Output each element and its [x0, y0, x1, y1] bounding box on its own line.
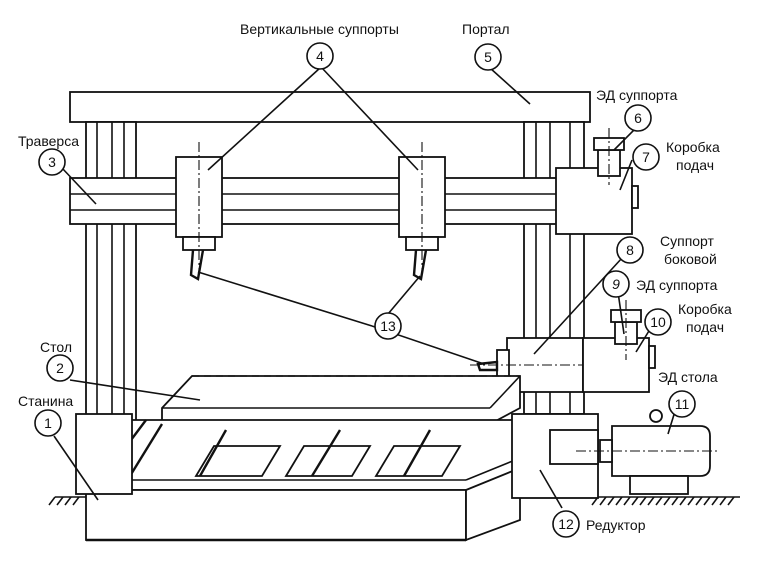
label-feed-box-top-1: Коробка [666, 139, 720, 155]
svg-text:5: 5 [484, 49, 492, 65]
callout-11: 11 [668, 390, 696, 418]
callout-5: 5 [474, 43, 502, 71]
feed-box-top [555, 128, 639, 235]
svg-text:1: 1 [44, 415, 52, 431]
callout-13: 13 [374, 312, 402, 340]
traverse-beam [69, 177, 559, 225]
callout-4: 4 [306, 42, 334, 70]
leader-lines [53, 67, 677, 509]
label-feed-box-side-1: Коробка [678, 301, 732, 317]
callout-12: 12 [552, 510, 580, 538]
label-side-support-1: Суппорт [660, 233, 715, 249]
svg-text:12: 12 [558, 516, 574, 532]
label-portal: Портал [462, 21, 510, 37]
callout-2: 2 [46, 354, 74, 382]
left-foot [75, 413, 133, 495]
label-feed-box-top-2: подач [676, 157, 714, 173]
label-ed-table: ЭД стола [658, 369, 718, 385]
callout-6: 6 [624, 104, 652, 132]
svg-text:6: 6 [634, 110, 642, 126]
svg-text:3: 3 [48, 154, 56, 170]
svg-text:4: 4 [316, 48, 324, 64]
label-ed-support-top: ЭД суппорта [596, 87, 678, 103]
reducer [511, 413, 599, 499]
svg-text:10: 10 [650, 314, 666, 330]
label-bed: Станина [18, 393, 73, 409]
table-motor [576, 409, 720, 495]
work-table [161, 375, 521, 425]
label-vertical-supports: Вертикальные суппорты [240, 21, 399, 37]
label-side-support-2: боковой [664, 251, 717, 267]
vertical-support-left [175, 142, 223, 281]
callout-3: 3 [38, 148, 66, 176]
feed-box-side [582, 300, 656, 393]
portal-beam [69, 91, 591, 123]
svg-text:7: 7 [642, 149, 650, 165]
label-table: Стол [40, 339, 72, 355]
label-feed-box-side-2: подач [686, 319, 724, 335]
svg-text:9: 9 [612, 276, 620, 292]
svg-text:2: 2 [56, 360, 64, 376]
left-columns [85, 121, 137, 423]
callout-10: 10 [644, 308, 672, 336]
callout-9: 9 [602, 270, 630, 298]
label-ed-support-side: ЭД суппорта [636, 277, 718, 293]
vertical-support-right [398, 142, 446, 281]
label-traverse: Траверса [18, 133, 79, 149]
callout-1: 1 [34, 409, 62, 437]
svg-text:8: 8 [626, 242, 634, 258]
bed [85, 419, 521, 542]
callout-7: 7 [632, 143, 660, 171]
svg-text:13: 13 [380, 318, 396, 334]
svg-text:11: 11 [675, 396, 690, 412]
callout-8: 8 [616, 236, 644, 264]
label-reducer: Редуктор [586, 517, 646, 533]
